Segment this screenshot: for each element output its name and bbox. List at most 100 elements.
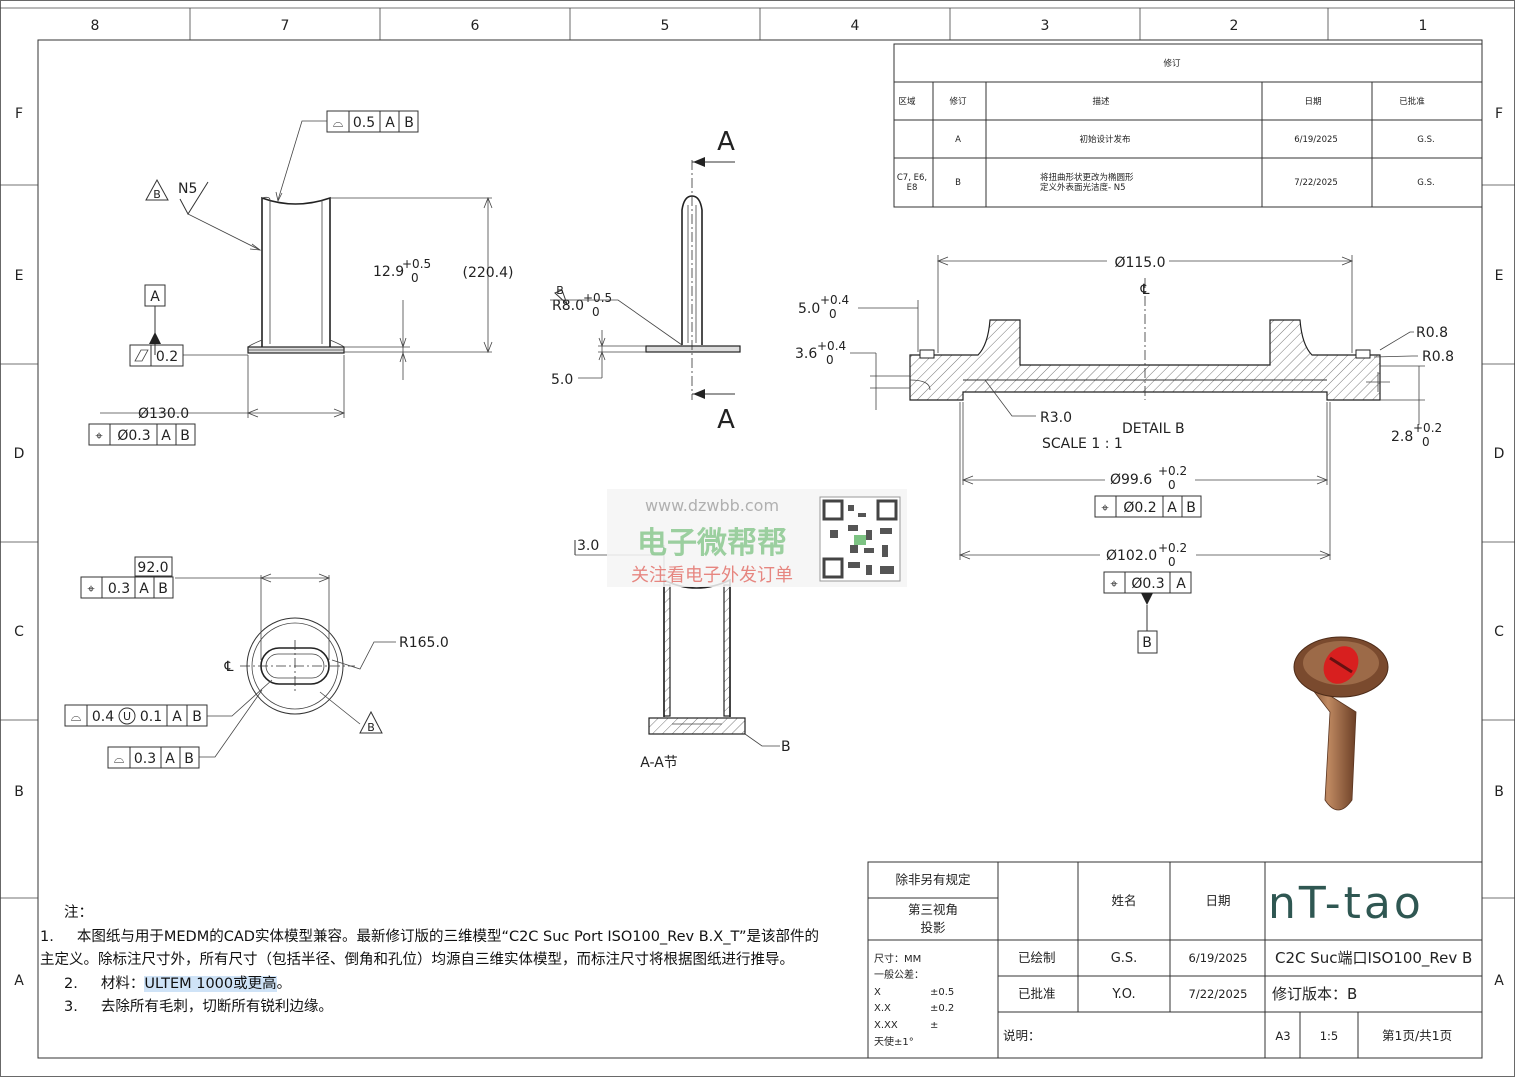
section-label-top: A xyxy=(717,127,735,157)
top-fcf-b: B xyxy=(158,581,168,597)
section-label: A-A节 xyxy=(640,755,678,771)
title-block: 除非另有规定 第三视角 投影 姓名 日期 已绘制 已批准 说明： 第1页/共1页… xyxy=(867,861,1483,1059)
detail-fcf1-a: A xyxy=(1167,500,1177,516)
note-1-text-a: 本图纸与用于MEDM的CAD实体模型兼容。最新修订版的三维模型“C2C Suc … xyxy=(76,928,820,945)
detail-dia: Ø115.0 xyxy=(1114,255,1165,271)
flatness-value: 0.2 xyxy=(156,349,178,365)
tb-tol-v0: ±0.5 xyxy=(930,987,954,998)
top-radius: R165.0 xyxy=(399,635,449,651)
tb-drawn-by: G.S. xyxy=(1111,951,1138,966)
position-icon: ⌖ xyxy=(95,429,103,444)
side-thk: 5.0 xyxy=(551,372,573,388)
detail-d3-up: +0.2 xyxy=(1413,421,1442,435)
detail-d3: 2.8 xyxy=(1391,429,1413,445)
dim-height: (220.4) xyxy=(462,265,513,281)
tb-size: A3 xyxy=(1275,1029,1290,1043)
detail-r2: R0.8 xyxy=(1422,349,1454,365)
zone-row: A xyxy=(14,973,24,989)
top-prof2-b: B xyxy=(184,751,194,767)
fcf-top-value: 0.5 xyxy=(353,115,375,131)
watermark-url: www.dzwbb.com xyxy=(645,496,779,515)
top-centerline: ℄ xyxy=(224,659,234,675)
rev-b-approved: G.S. xyxy=(1417,178,1434,188)
detail-d1-lo: 0 xyxy=(829,307,837,321)
detail-r3: R3.0 xyxy=(1040,410,1072,426)
tb-projection1: 第三视角 xyxy=(908,902,958,917)
note-1: 1. 本图纸与用于MEDM的CAD实体模型兼容。最新修订版的三维模型“C2C S… xyxy=(40,926,870,950)
detail-d2-up: +0.4 xyxy=(817,339,846,353)
rev-a: A xyxy=(955,135,961,145)
top-prof1-value: 0.4 xyxy=(92,709,114,725)
tb-tol-v2: ± xyxy=(930,1020,938,1031)
datum-b: B xyxy=(1142,635,1152,651)
note-2-material: ULTEM 1000或更高 xyxy=(144,975,277,992)
rev-a-approved: G.S. xyxy=(1417,135,1434,145)
detail-dia3-lo: 0 xyxy=(1168,555,1176,569)
detail-r1: R0.8 xyxy=(1416,325,1448,341)
note-3: 3. 去除所有毛刺，切断所有锐利边缘。 xyxy=(40,996,870,1020)
note-3-num: 3. xyxy=(64,999,78,1015)
position-icon: ⌖ xyxy=(87,582,95,597)
tb-tol-k2: X.XX xyxy=(874,1020,898,1031)
fcf-top-datum-a: A xyxy=(385,115,395,131)
finish-flag: B xyxy=(153,188,161,201)
rev-b-date: 7/22/2025 xyxy=(1294,178,1338,188)
top-prof1-value2: 0.1 xyxy=(140,709,162,725)
zone-col: 7 xyxy=(281,18,290,34)
zone-row: F xyxy=(15,106,23,122)
zone-row: C xyxy=(14,624,24,640)
detail-title: DETAIL B xyxy=(1122,421,1185,437)
detail-dia2-up: +0.2 xyxy=(1158,464,1187,478)
top-prof1-b: B xyxy=(192,709,202,725)
fcf-pos-datum-b: B xyxy=(180,428,190,444)
tb-rev: 修订版本：B xyxy=(1272,985,1357,1003)
zone-col: 6 xyxy=(471,18,480,34)
zone-row: C xyxy=(1494,624,1504,640)
flatness-icon xyxy=(134,349,149,362)
detail-d1-up: +0.4 xyxy=(820,293,849,307)
note-2: 2. 材料：ULTEM 1000或更高。 xyxy=(40,973,870,997)
rev-header-date: 日期 xyxy=(1304,97,1321,107)
zone-col: 4 xyxy=(851,18,860,34)
top-basic: 92.0 xyxy=(137,560,168,576)
detail-d2-lo: 0 xyxy=(826,353,834,367)
watermark-slogan: 关注看电子外发订单 xyxy=(631,565,793,586)
rev-b-zone: C7, E6, xyxy=(897,173,927,183)
tb-drawn-date: 6/19/2025 xyxy=(1189,951,1248,965)
tb-units: 尺寸：MM xyxy=(874,952,921,965)
rev-b: B xyxy=(955,178,961,188)
tb-approved-by: Y.O. xyxy=(1111,987,1135,1002)
side-flag: B xyxy=(556,284,564,297)
detail-dia3-up: +0.2 xyxy=(1158,541,1187,555)
detail-fcf1-b: B xyxy=(1186,500,1196,516)
watermark-name: 电子微帮帮 xyxy=(637,526,787,561)
side-radius: R8.0 xyxy=(552,298,584,314)
top-prof2-value: 0.3 xyxy=(134,751,156,767)
zone-row: D xyxy=(1494,446,1505,462)
qr-code-icon xyxy=(819,496,901,582)
tb-sheet: 第1页/共1页 xyxy=(1382,1028,1452,1043)
rev-header-rev: 修订 xyxy=(949,96,967,107)
dim-flange: 12.9 xyxy=(373,264,404,280)
tb-title: C2C Suc端口ISO100_Rev B xyxy=(1275,949,1472,968)
finish-text: N5 xyxy=(178,181,197,197)
tb-tol-k0: X xyxy=(874,987,881,998)
tb-unless: 除非另有规定 xyxy=(895,872,970,887)
zone-row: A xyxy=(1494,973,1504,989)
tb-scale: 1:5 xyxy=(1320,1029,1339,1043)
dim-flange-tol-up: +0.5 xyxy=(402,257,431,271)
zone-col: 2 xyxy=(1230,18,1239,34)
revision-table: 修订 区域 修订 描述 日期 已批准 A 初始设计发布 6/19/2025 G.… xyxy=(893,43,1483,208)
zone-col: 5 xyxy=(661,18,670,34)
tb-angle: 天使±1° xyxy=(874,1035,914,1048)
detail-d2: 3.6 xyxy=(795,346,817,362)
note-1-text-b: 主定义。除标注尺寸外，所有尺寸（包括半径、倒角和孔位）均源自三维实体模型，而标注… xyxy=(40,952,794,968)
rev-b-desc: 将扭曲形状更改为椭圆形 xyxy=(1040,172,1134,183)
tb-approved-date: 7/22/2025 xyxy=(1189,987,1248,1001)
section-thk: 3.0 xyxy=(577,538,599,554)
note-3-text: 去除所有毛刺，切断所有锐利边缘。 xyxy=(100,999,333,1015)
rev-b-desc2: 定义外表面光洁度- N5 xyxy=(1040,182,1126,193)
rev-header-zone: 区域 xyxy=(898,96,916,107)
tb-name-hdr: 姓名 xyxy=(1111,893,1136,908)
